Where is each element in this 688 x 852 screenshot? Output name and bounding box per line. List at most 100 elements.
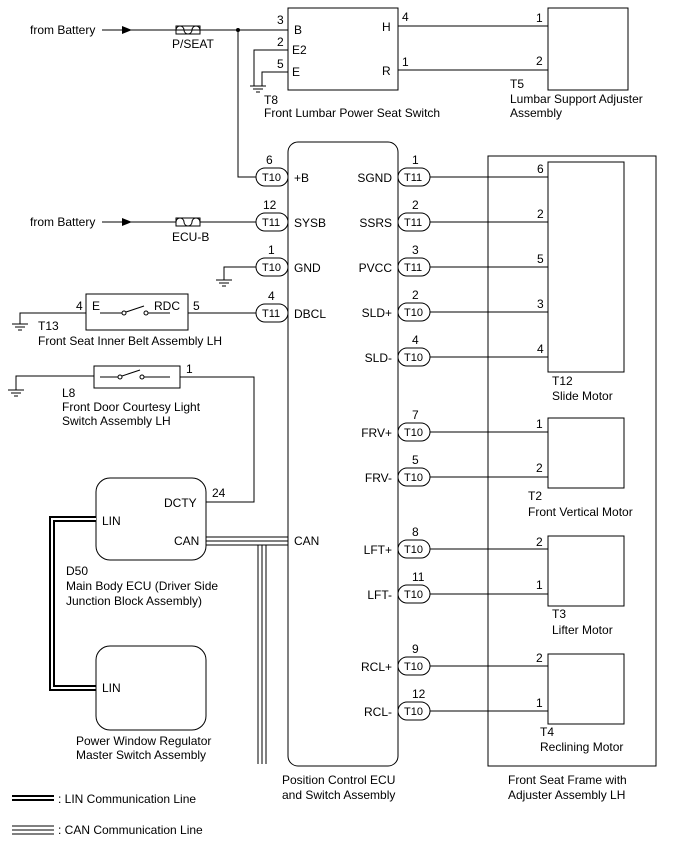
t8-pin-num-4: 4	[402, 10, 409, 24]
t2-motor-box	[547, 417, 625, 489]
d50-name-2: Junction Block Assembly)	[66, 594, 202, 608]
frame-name-1: Front Seat Frame with	[508, 773, 627, 787]
t13-box	[85, 293, 189, 331]
svg-text:PVCC: PVCC	[359, 261, 393, 275]
svg-text:+B: +B	[294, 171, 309, 185]
t13-pin-rdc: RDC	[154, 299, 180, 313]
t12-pin-num-2: 5	[537, 252, 544, 266]
t8-pin-num-1: 1	[402, 55, 409, 69]
d50-pin-dcty: DCTY	[164, 496, 197, 510]
svg-text:3: 3	[412, 243, 419, 257]
can-communication-line	[206, 536, 288, 764]
t4-code: T4	[540, 725, 554, 739]
t4-pin-b: 1	[536, 696, 543, 710]
ecu-left-pin-dbcl: T11 4 DBCL	[255, 289, 326, 323]
t8-pin-num-3: 3	[277, 13, 284, 27]
arrow-icon	[122, 26, 132, 34]
t2-code: T2	[528, 489, 542, 503]
ecu-left-pin-gnd: T10 1 GND	[255, 243, 321, 277]
l8-name-1: Front Door Courtesy Light	[62, 400, 201, 414]
svg-text:LFT+: LFT+	[364, 543, 392, 557]
t12-code: T12	[552, 374, 573, 388]
gnd-wire	[223, 266, 256, 280]
ecu-left-pin-sysb: T11 12 SYSB	[255, 198, 326, 232]
t5-box	[547, 7, 629, 91]
d50-pin-can: CAN	[174, 534, 199, 548]
t12-pin-num-0: 6	[537, 162, 544, 176]
pwr-pin-lin: LIN	[102, 681, 121, 695]
lin-communication-line	[49, 516, 96, 691]
t5-name-2: Assembly	[510, 106, 562, 120]
svg-text:6: 6	[266, 153, 273, 167]
svg-text:7: 7	[412, 408, 419, 422]
from-battery-label-1: from Battery	[30, 23, 95, 37]
svg-text:T10: T10	[404, 427, 423, 439]
l8-gnd-wire	[15, 375, 94, 390]
t13-name: Front Seat Inner Belt Assembly LH	[38, 334, 222, 348]
legend-can-text: : CAN Communication Line	[58, 823, 203, 837]
ecu-left-pin-plusb: T10 6 +B	[255, 153, 309, 187]
t4-name: Reclining Motor	[540, 740, 623, 754]
svg-text:T10: T10	[262, 172, 281, 184]
t4-pin-a: 2	[536, 651, 543, 665]
t4-motor-box	[547, 653, 625, 725]
t8-pin-b: B	[294, 23, 302, 37]
t8-pin-e: E	[292, 65, 300, 79]
svg-text:T10: T10	[404, 352, 423, 364]
svg-text:T11: T11	[262, 308, 280, 320]
svg-text:DBCL: DBCL	[294, 307, 326, 321]
svg-text:T11: T11	[262, 217, 280, 229]
ecu-name-2: and Switch Assembly	[282, 788, 395, 802]
svg-text:FRV-: FRV-	[365, 471, 392, 485]
svg-text:SGND: SGND	[357, 171, 392, 185]
t3-motor-box	[547, 535, 625, 607]
svg-text:4: 4	[412, 333, 419, 347]
svg-text:T11: T11	[404, 172, 422, 184]
t12-pin-num-4: 4	[537, 342, 544, 356]
legend-can: : CAN Communication Line	[12, 823, 203, 837]
svg-text:8: 8	[412, 525, 419, 539]
t8-pin-h: H	[382, 20, 391, 34]
svg-text:T10: T10	[404, 472, 423, 484]
svg-text:T10: T10	[404, 307, 423, 319]
t2-pin-a: 1	[536, 417, 543, 431]
svg-text:SYSB: SYSB	[294, 216, 326, 230]
svg-text:1: 1	[268, 243, 275, 257]
t8-pin-num-5: 5	[277, 57, 284, 71]
t2-name: Front Vertical Motor	[528, 505, 633, 519]
t8-name: Front Lumbar Power Seat Switch	[264, 106, 440, 120]
t3-pin-b: 1	[536, 578, 543, 592]
legend-lin-text: : LIN Communication Line	[58, 792, 196, 806]
ecu-left-pin-can: CAN	[294, 534, 319, 548]
d50-code: D50	[66, 564, 88, 578]
t8-pin-e2: E2	[292, 43, 307, 57]
pwr-name-1: Power Window Regulator	[76, 734, 211, 748]
svg-text:2: 2	[412, 288, 419, 302]
t12-pin-num-3: 3	[537, 297, 544, 311]
t12-name: Slide Motor	[552, 389, 613, 403]
svg-text:RCL-: RCL-	[364, 705, 392, 719]
t13-code: T13	[38, 319, 59, 333]
svg-text:SLD-: SLD-	[365, 351, 392, 365]
svg-text:11: 11	[412, 570, 425, 584]
svg-text:12: 12	[263, 198, 277, 212]
fuse-body-ecub	[175, 217, 201, 227]
legend-lin: : LIN Communication Line	[12, 792, 196, 806]
t8-e2-wire	[253, 49, 288, 86]
svg-text:T10: T10	[404, 589, 423, 601]
svg-text:2: 2	[412, 198, 419, 212]
l8-name-2: Switch Assembly LH	[62, 414, 171, 428]
svg-text:T11: T11	[404, 262, 422, 274]
svg-text:T10: T10	[404, 706, 423, 718]
t3-code: T3	[552, 607, 566, 621]
power-window-box	[95, 645, 207, 731]
t13-pin-num-5: 5	[193, 299, 200, 313]
